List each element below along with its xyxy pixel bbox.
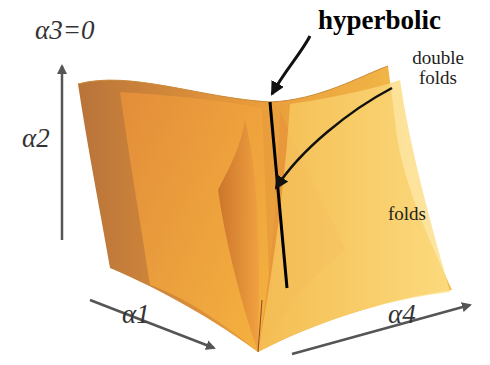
- axis-label: α1: [122, 300, 150, 328]
- axis-label: α4: [388, 300, 416, 328]
- callout-label: hyperbolic: [318, 6, 441, 34]
- parameter-label: α3=0: [35, 16, 94, 44]
- surface-label: folds: [388, 204, 426, 224]
- callout-label: double folds: [392, 48, 484, 88]
- axis-label: α2: [22, 124, 50, 152]
